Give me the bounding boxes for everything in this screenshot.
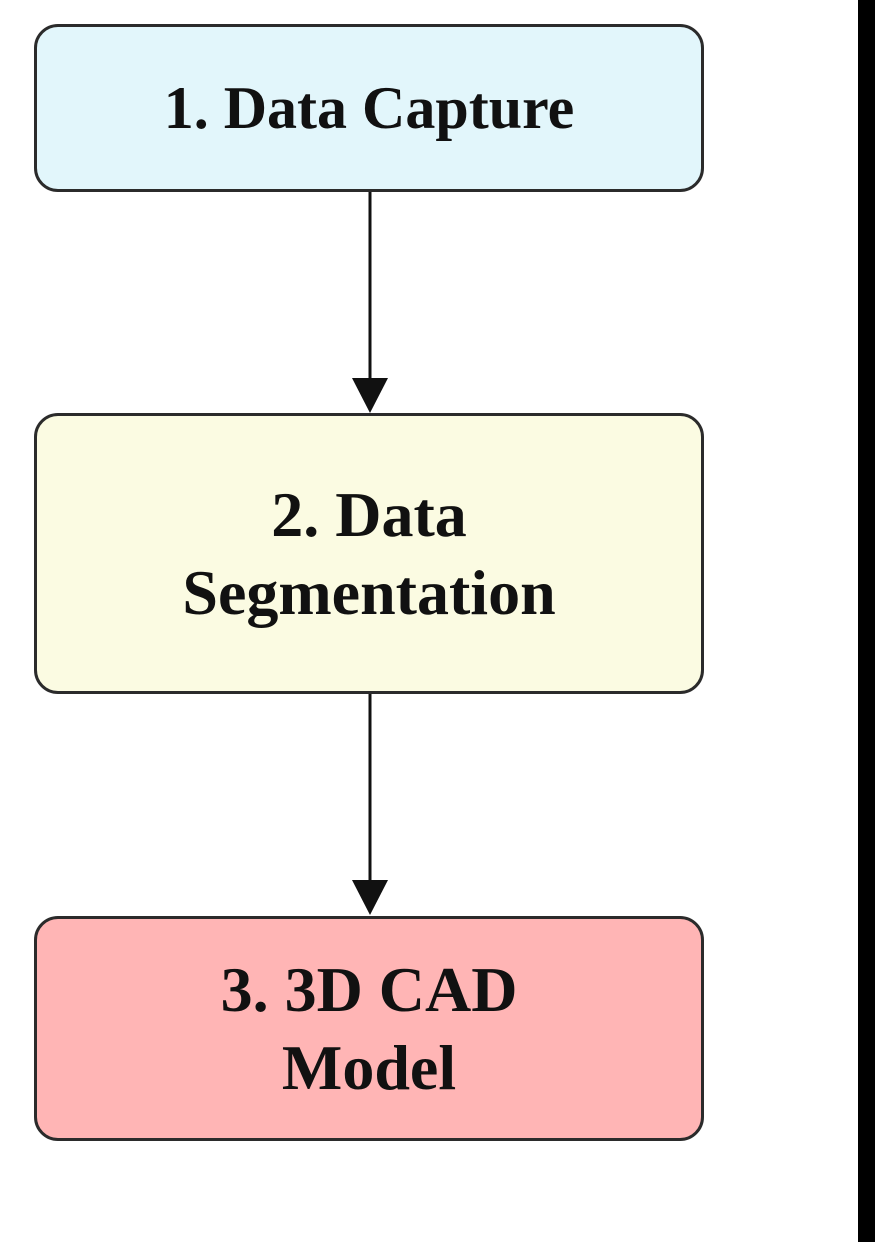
step-box-3d-cad-model: 3. 3D CAD Model — [34, 916, 704, 1141]
step-label-3d-cad-model: 3. 3D CAD Model — [220, 953, 518, 1103]
step-box-data-capture: 1. Data Capture — [34, 24, 704, 192]
arrow-head-1-to-2 — [352, 378, 388, 413]
right-border-bar — [858, 0, 875, 1242]
step-label-data-capture: 1. Data Capture — [163, 75, 575, 141]
step-label-data-segmentation: 2. Data Segmentation — [182, 478, 556, 628]
step-box-data-segmentation: 2. Data Segmentation — [34, 413, 704, 694]
arrow-head-2-to-3 — [352, 880, 388, 915]
